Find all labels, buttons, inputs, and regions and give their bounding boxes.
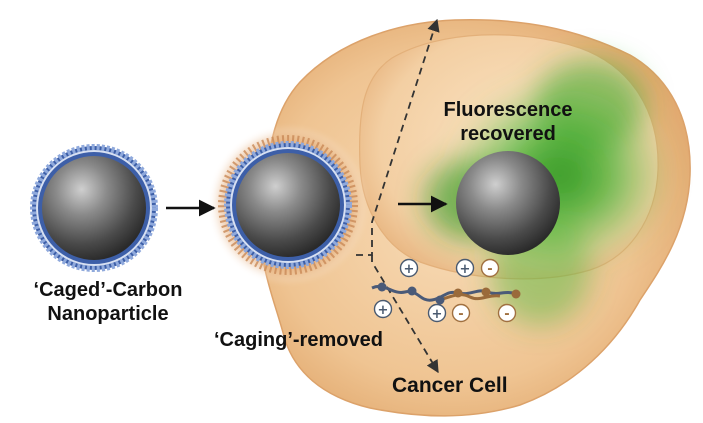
charged-polymer-chain [371, 282, 521, 305]
caged-label-line1: ‘Caged’-Carbon [33, 279, 183, 301]
svg-text:-: - [458, 307, 463, 322]
fluorescence-label: Fluorescence recovered [420, 98, 596, 146]
charge-symbols: + + - + + - - [373, 258, 517, 323]
fluorescence-label-line2: recovered [460, 123, 556, 145]
svg-text:-: - [487, 262, 492, 277]
positive-charge-icon: + [399, 258, 419, 278]
svg-text:+: + [460, 262, 471, 277]
negative-charge-icon: - [497, 303, 517, 323]
uncaged-nanoparticle [456, 151, 560, 255]
caged-nanoparticle [30, 144, 158, 272]
negative-charge-icon: - [480, 258, 500, 278]
dashed-arrows [356, 18, 440, 374]
positive-charge-icon: + [455, 258, 475, 278]
caging-halo-nanoparticle [208, 125, 368, 285]
svg-text:+: + [432, 307, 443, 322]
svg-text:+: + [378, 303, 389, 318]
svg-text:-: - [504, 307, 509, 322]
caging-removed-label: ‘Caging’-removed [214, 329, 383, 351]
svg-text:+: + [404, 262, 415, 277]
positive-charge-icon: + [373, 299, 393, 319]
fluorescence-label-line1: Fluorescence [443, 99, 573, 121]
negative-charge-icon: - [451, 303, 471, 323]
caged-nanoparticle-label: ‘Caged’-Carbon Nanoparticle [6, 278, 210, 326]
positive-charge-icon: + [427, 303, 447, 323]
cancer-cell-label: Cancer Cell [392, 374, 508, 397]
caged-label-line2: Nanoparticle [47, 303, 169, 325]
